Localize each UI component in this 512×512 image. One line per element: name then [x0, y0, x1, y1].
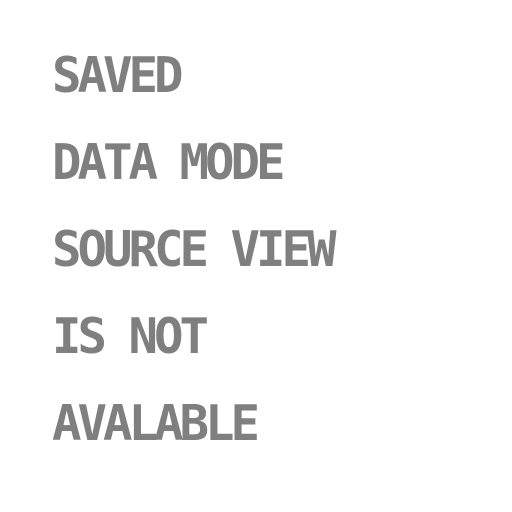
message-line-4: IS NOT	[52, 308, 209, 365]
message-line-5: AVALABLE	[52, 395, 260, 452]
unavailable-message: SAVED DATA MODE SOURCE VIEW IS NOT AVALA…	[52, 47, 337, 452]
message-line-3: SOURCE VIEW	[52, 221, 337, 278]
message-line-2: DATA MODE	[52, 134, 286, 191]
message-line-1: SAVED	[52, 47, 184, 104]
